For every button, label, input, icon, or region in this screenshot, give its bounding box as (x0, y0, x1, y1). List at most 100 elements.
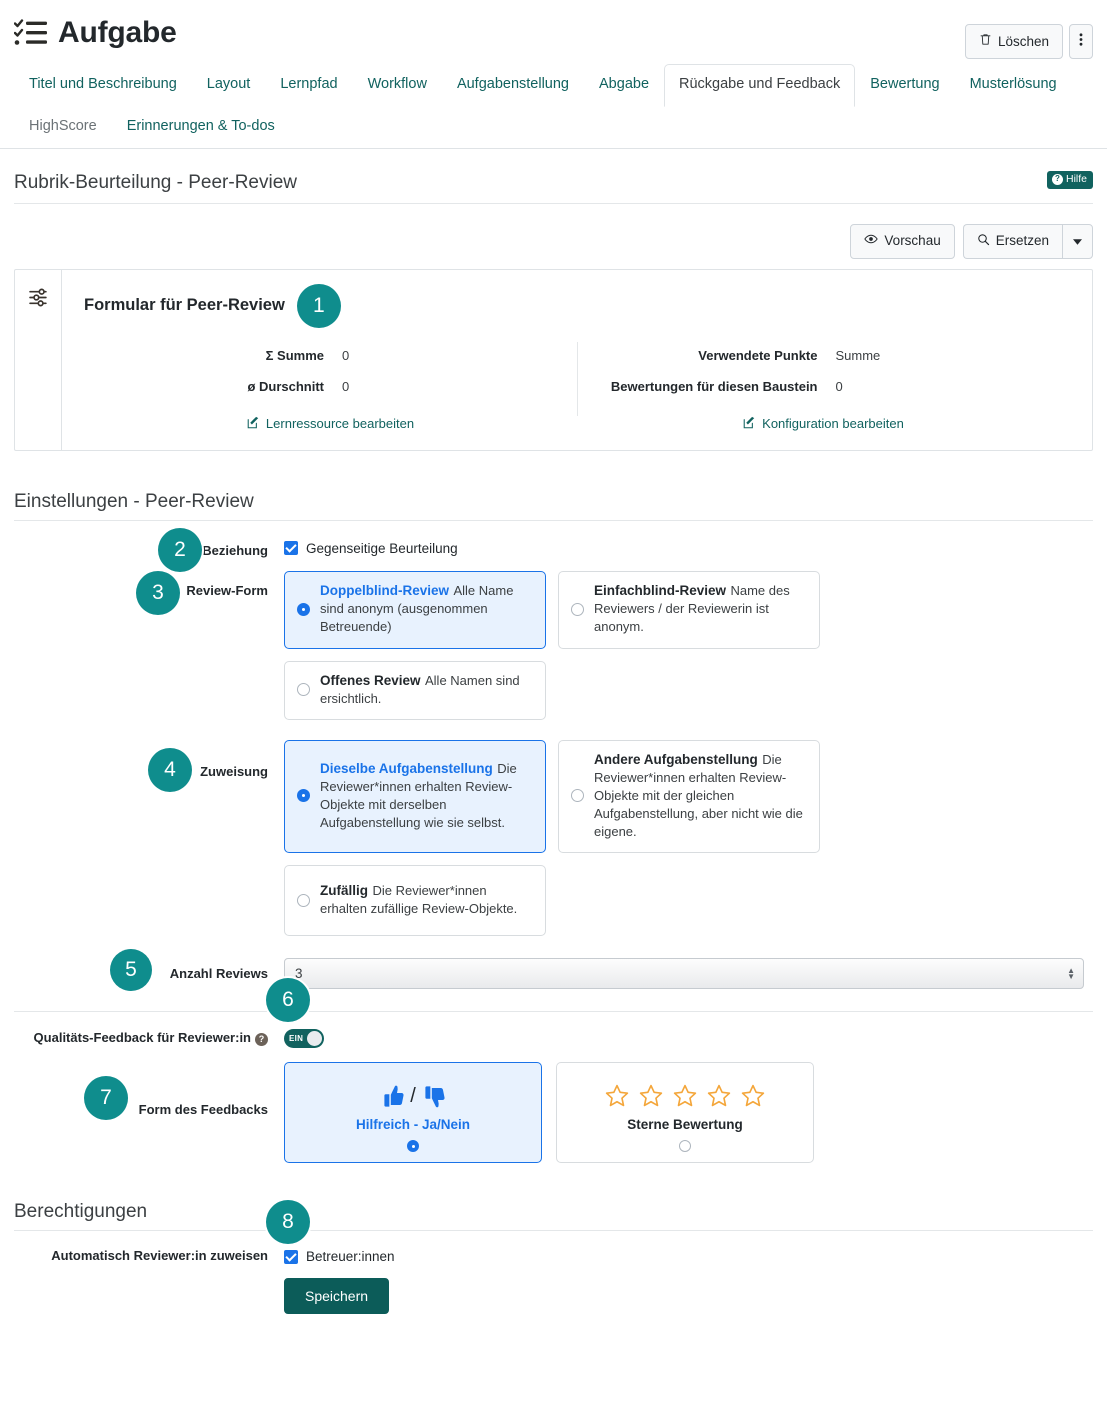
tab-lernpfad[interactable]: Lernpfad (280, 76, 338, 92)
row-anzahl-reviews: 5 Anzahl Reviews 3 ▲ ▼ (0, 949, 1107, 991)
step-badge-3: 3 (136, 570, 180, 615)
save-button[interactable]: Speichern (284, 1278, 390, 1314)
tab-layout[interactable]: Layout (206, 76, 251, 92)
radio-button[interactable] (297, 683, 310, 697)
stepper-arrows-icon[interactable]: ▲ ▼ (1067, 966, 1075, 981)
option-text: Andere Aufgabenstellung Die Reviewer*inn… (594, 751, 807, 841)
assignment-options: Dieselbe Aufgabenstellung Die Reviewer*i… (284, 739, 824, 936)
row-qualitaets-feedback: 6 Qualitäts-Feedback für Reviewer:in? EI… (0, 978, 1107, 1048)
tab-rueckgabe-und-feedback[interactable]: Rückgabe und Feedback (664, 64, 856, 107)
radio-button[interactable] (297, 893, 310, 907)
rubric-heading: Rubrik-Beurteilung - Peer-Review (14, 171, 297, 193)
tab-abgabe[interactable]: Abgabe (599, 76, 650, 92)
tab-highscore[interactable]: HighScore (29, 117, 97, 134)
radio-button[interactable] (297, 789, 310, 803)
label-review-form-wrap: 3 Review-Form (14, 570, 284, 615)
radio-button[interactable] (571, 789, 584, 803)
replace-button[interactable]: Ersetzen (962, 224, 1062, 259)
replace-dropdown-button[interactable] (1062, 224, 1093, 259)
tab-bar: Titel und Beschreibung Layout Lernpfad W… (0, 64, 1107, 149)
option-hilfreich-ja-nein[interactable]: / Hilfreich - Ja/Nein (284, 1062, 542, 1163)
edit-learning-resource-label: Lernressource bearbeiten (265, 416, 415, 432)
checkbox-gegenseitige-beurteilung[interactable]: Gegenseitige Beurteilung (284, 539, 1093, 556)
row-beziehung: 2 Beziehung Gegenseitige Beurteilung (0, 527, 1107, 572)
tab-aufgabenstellung[interactable]: Aufgabenstellung (456, 76, 570, 92)
anzahl-reviews-select[interactable]: 3 ▲ ▼ (284, 958, 1084, 989)
checkbox-label: Gegenseitige Beurteilung (306, 540, 458, 556)
stat-value: Summe (835, 347, 881, 363)
option-text: Offenes Review Alle Namen sind ersichtli… (320, 672, 533, 708)
option-doppelblind-review[interactable]: Doppelblind-Review Alle Name sind anonym… (284, 570, 546, 649)
edit-pencil-icon (743, 416, 756, 432)
option-offenes-review[interactable]: Offenes Review Alle Namen sind ersichtli… (284, 660, 546, 720)
option-title: Zufällig (320, 882, 368, 898)
help-button-label: Hilfe (1065, 172, 1087, 185)
edit-learning-resource-link[interactable]: Lernressource bearbeiten (247, 416, 414, 432)
option-text: Dieselbe Aufgabenstellung Die Reviewer*i… (320, 760, 533, 832)
control-save: Speichern (284, 1278, 1093, 1314)
label-automatisch-reviewer: Automatisch Reviewer:in zuweisen (51, 1248, 268, 1263)
stat-value: 0 (342, 378, 350, 394)
form-card-rail (15, 269, 62, 450)
rubric-toolbar: Vorschau Ersetzen (14, 224, 1093, 259)
stat-row: Verwendete Punkte Summe (578, 348, 1071, 363)
form-card-title: Formular für Peer-Review (84, 296, 285, 315)
option-desc: Alle Namen sind ersichtlich. (320, 672, 520, 706)
sliders-icon (28, 288, 48, 450)
link-cell-right: Konfiguration bearbeiten (577, 416, 1070, 434)
header-actions: Löschen (964, 24, 1093, 60)
option-text: Doppelblind-Review Alle Name sind anonym… (320, 582, 533, 636)
option-desc: Die Reviewer*innen erhalten Review-Objek… (594, 751, 803, 839)
tab-bewertung[interactable]: Bewertung (870, 76, 940, 92)
option-dieselbe-aufgabenstellung[interactable]: Dieselbe Aufgabenstellung Die Reviewer*i… (284, 739, 546, 853)
control-zuweisung: Dieselbe Aufgabenstellung Die Reviewer*i… (284, 739, 1093, 936)
option-einfachblind-review[interactable]: Einfachblind-Review Name des Reviewers /… (558, 570, 820, 649)
label-anzahl-reviews-wrap: 5 Anzahl Reviews (14, 949, 284, 991)
more-options-button[interactable] (1069, 24, 1093, 60)
option-title: Dieselbe Aufgabenstellung (320, 760, 493, 776)
review-form-options: Doppelblind-Review Alle Name sind anonym… (284, 570, 824, 720)
radio-button[interactable] (297, 602, 310, 616)
checkbox-betreuer-innen[interactable]: Betreuer:innen (284, 1247, 1093, 1264)
quality-feedback-toggle[interactable]: EIN (284, 1029, 324, 1048)
help-button[interactable]: ? Hilfe (1046, 170, 1093, 189)
option-sterne-bewertung[interactable]: Sterne Bewertung (556, 1062, 814, 1163)
radio-button[interactable] (407, 1140, 419, 1152)
tab-workflow[interactable]: Workflow (367, 76, 427, 92)
save-row-spacer (14, 1278, 284, 1282)
radio-button[interactable] (571, 602, 584, 616)
tab-titel-und-beschreibung[interactable]: Titel und Beschreibung (29, 76, 177, 92)
checkbox-box[interactable] (284, 541, 298, 556)
checkbox-box[interactable] (284, 1249, 298, 1264)
question-mark-icon[interactable]: ? (255, 1032, 268, 1046)
option-andere-aufgabenstellung[interactable]: Andere Aufgabenstellung Die Reviewer*inn… (558, 739, 820, 853)
stat-label: Bewertungen für diesen Baustein (610, 378, 818, 394)
stat-value: 0 (835, 378, 843, 394)
caret-down-icon (1073, 233, 1082, 249)
stats-divider (576, 341, 578, 416)
thumbs-up-down-icon: / (295, 1077, 531, 1115)
page-title: Aufgabe (58, 16, 177, 49)
option-zufaellig[interactable]: Zufällig Die Reviewer*innen erhalten zuf… (284, 865, 546, 936)
option-desc: Alle Name sind anonym (ausgenommen Betre… (320, 582, 514, 635)
toggle-state-label: EIN (289, 1034, 304, 1043)
label-zuweisung-wrap: 4 Zuweisung (14, 740, 284, 792)
preview-button[interactable]: Vorschau (850, 224, 955, 259)
radio-button[interactable] (679, 1140, 691, 1152)
caret-down-icon: ▼ (1067, 971, 1075, 981)
option-label: Sterne Bewertung (627, 1117, 743, 1132)
edit-configuration-link[interactable]: Konfiguration bearbeiten (743, 416, 904, 432)
control-form-des-feedbacks: / Hilfreich - Ja/Nein Sterne B (284, 1062, 1093, 1163)
link-cell-left: Lernressource bearbeiten (84, 416, 577, 434)
control-beziehung: Gegenseitige Beurteilung (284, 539, 1093, 556)
row-automatisch-reviewer-zuweisen: 8 Automatisch Reviewer:in zuweisen Betre… (0, 1200, 1107, 1264)
checkbox-label: Betreuer:innen (306, 1249, 395, 1264)
eye-icon (864, 232, 879, 250)
kebab-menu-icon (1079, 32, 1083, 51)
row-review-form: 3 Review-Form Doppelblind-Review Alle Na… (0, 570, 1107, 720)
delete-button[interactable]: Löschen (964, 24, 1063, 60)
stat-row: ø Durschnitt 0 (84, 379, 577, 394)
row-save: Speichern (0, 1278, 1107, 1338)
tab-erinnerungen-und-todos[interactable]: Erinnerungen & To-dos (126, 117, 275, 134)
tab-musterloesung[interactable]: Musterlösung (969, 76, 1057, 92)
